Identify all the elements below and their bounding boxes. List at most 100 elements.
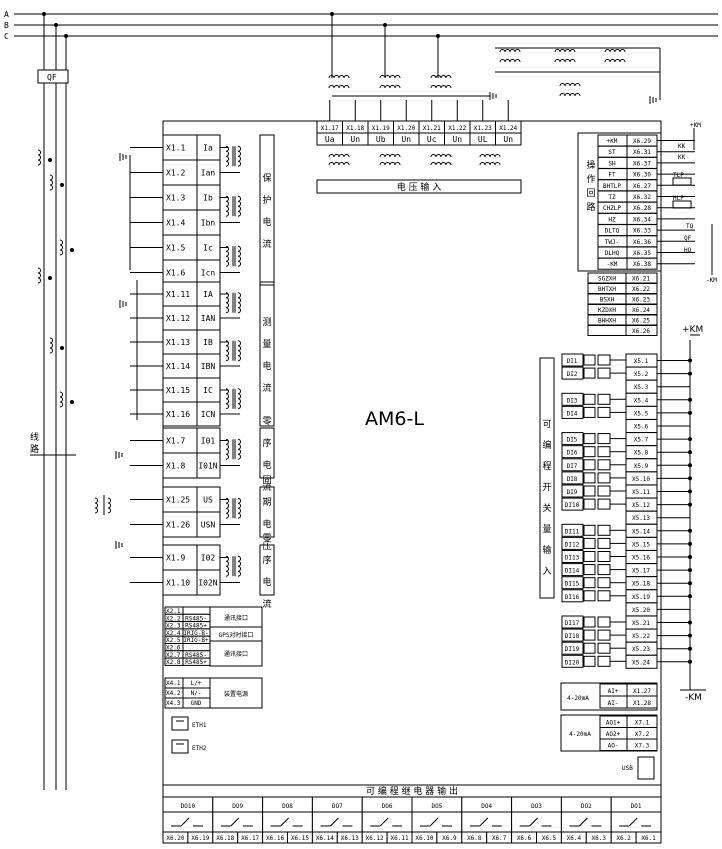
op-terminal: X6.28 — [633, 205, 651, 212]
relay-name: DO9 — [232, 803, 243, 810]
terminal-label: X1.14 — [166, 362, 190, 371]
ct-primary-icon — [225, 497, 229, 519]
optocoupler-icon — [583, 616, 596, 628]
bi-input-label: DI9 — [567, 489, 578, 496]
relay-terminal: X6.5 — [542, 835, 557, 842]
bi-terminal: X5.20 — [632, 607, 650, 614]
signal-label: Ian — [201, 169, 216, 178]
pt-icon — [328, 85, 350, 89]
vt-icon — [430, 154, 452, 158]
bi-terminal: X5.11 — [632, 489, 650, 496]
optocoupler-icon — [597, 485, 611, 497]
junction-dot — [383, 23, 387, 27]
ct-icon — [37, 149, 41, 166]
bi-input-label: DI10 — [565, 502, 580, 509]
relay-contact-icon — [379, 817, 389, 827]
sig-out-signal: BHTXH — [598, 286, 616, 293]
op-terminal: X6.37 — [633, 160, 651, 167]
op-terminal: X6.32 — [633, 194, 651, 201]
bi-input-box — [561, 366, 584, 380]
ps-terminal: X4.1 — [166, 680, 181, 687]
op-terminal: X6.33 — [633, 228, 651, 235]
optocoupler-icon — [597, 367, 611, 379]
op-group-label: 作 — [586, 173, 595, 185]
op-signal: HZ — [608, 216, 616, 223]
bi-terminal: X5.21 — [632, 620, 650, 627]
ai-signal: AI- — [608, 700, 619, 707]
bi-terminal: X5.2 — [634, 371, 649, 378]
signal-label: Ia — [203, 144, 213, 153]
bi-terminal: X5.14 — [632, 528, 650, 535]
comm-signal: IRIG-B+ — [183, 637, 209, 644]
optocoupler-icon — [583, 590, 596, 602]
op-signal: DLHQ — [605, 250, 620, 257]
ct-secondary-icon — [237, 497, 241, 519]
terminal-label: X1.26 — [166, 521, 190, 530]
terminal-label: X1.12 — [166, 314, 190, 323]
terminal-label: X1.21 — [423, 125, 441, 132]
optocoupler-icon — [597, 498, 611, 510]
ct-primary-icon — [225, 195, 229, 217]
bi-terminal: X5.16 — [632, 555, 650, 562]
relay-terminal: X6.8 — [467, 835, 482, 842]
bi-terminal: X5.24 — [632, 659, 650, 666]
ps-terminal: X4.3 — [166, 700, 181, 707]
optocoupler-icon — [583, 629, 596, 641]
relay-contact-box — [461, 811, 513, 833]
op-signal: SH — [608, 160, 616, 167]
group-label: 电 — [262, 518, 271, 530]
ai-label: 4-20mA — [567, 695, 589, 702]
tlp-box — [672, 177, 692, 186]
optocoupler-icon — [583, 354, 596, 366]
optocoupler-icon — [583, 537, 596, 549]
terminal-label: X1.6 — [166, 269, 185, 278]
voltage-title-box — [316, 179, 522, 194]
signal-label: UL — [478, 135, 488, 144]
group-box — [259, 486, 275, 538]
op-ext-label: +KM — [690, 122, 701, 129]
ct-icon — [49, 337, 53, 354]
ct-primary-icon — [225, 438, 229, 460]
op-terminal: X6.38 — [633, 261, 651, 268]
bi-terminal: X5.5 — [634, 410, 649, 417]
bi-terminal: X5.4 — [634, 397, 649, 404]
bi-input-label: DI6 — [567, 450, 578, 457]
terminal-label: X1.8 — [166, 462, 185, 471]
signal-label: IB — [203, 338, 213, 347]
terminal-label: X1.4 — [166, 219, 185, 228]
relay-name: DO6 — [382, 803, 393, 810]
ct-primary-icon — [225, 245, 229, 267]
pt-icon — [430, 75, 452, 79]
bi-input-box — [561, 484, 584, 498]
ct-secondary-icon — [237, 340, 241, 362]
bi-group-label: 量 — [542, 524, 551, 535]
bi-input-label: DI4 — [567, 410, 578, 417]
optocoupler-icon — [583, 367, 596, 379]
signal-label: IAN — [201, 314, 216, 323]
comm-signal: RS485- — [185, 652, 207, 659]
signal-label: IC — [203, 386, 213, 395]
relay-terminal: X6.7 — [492, 835, 507, 842]
comm-terminal: X2.7 — [166, 652, 181, 659]
comm-terminal: X2.1 — [166, 608, 181, 615]
optocoupler-icon — [583, 655, 596, 667]
bi-terminal: X5.15 — [632, 541, 650, 548]
junction-dot — [436, 34, 440, 38]
signal-label: I02 — [201, 554, 216, 563]
terminal-label: X1.18 — [346, 125, 364, 132]
ct-secondary-icon — [237, 195, 241, 217]
signal-label: Un — [503, 135, 513, 144]
optocoupler-icon — [583, 577, 596, 589]
junction-dot — [330, 12, 334, 16]
group-label: 同 — [262, 475, 271, 486]
signal-label: Icn — [201, 269, 216, 278]
bi-input-box — [561, 458, 584, 472]
op-terminal: X6.30 — [633, 172, 651, 179]
pt-icon — [499, 49, 521, 53]
bi-input-label: DI8 — [567, 476, 578, 483]
optocoupler-icon — [597, 433, 611, 445]
relay-name: DO7 — [332, 803, 343, 810]
bi-input-box — [561, 471, 584, 485]
